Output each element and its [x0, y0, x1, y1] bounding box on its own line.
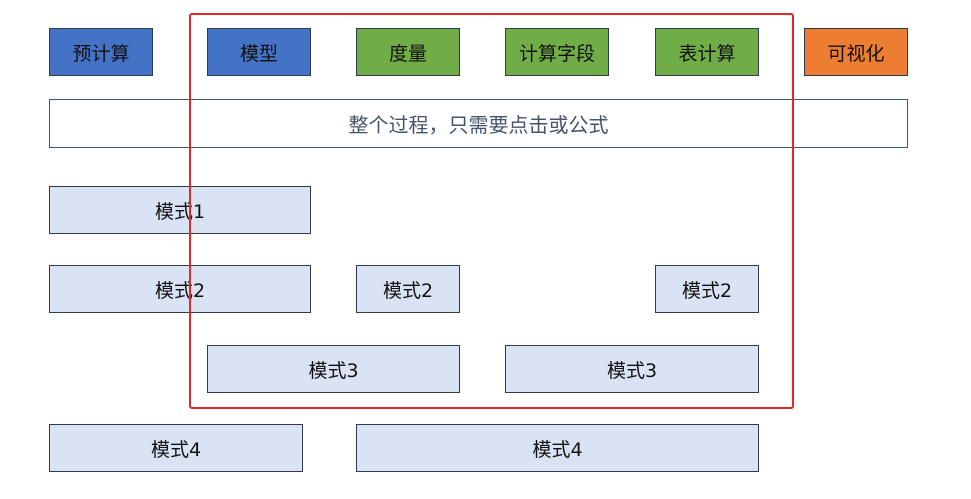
process-banner: 整个过程，只需要点击或公式 [49, 99, 908, 148]
mode3-bar-right: 模式3 [505, 345, 759, 393]
precompute-box: 预计算 [49, 28, 153, 76]
mode2-bar-measure: 模式2 [356, 265, 460, 313]
mode4-bar-left: 模式4 [49, 424, 303, 472]
model-box: 模型 [207, 28, 311, 76]
mode1-bar: 模式1 [49, 186, 311, 234]
mode3-bar-left: 模式3 [207, 345, 460, 393]
visualization-box: 可视化 [804, 28, 908, 76]
calc-field-box: 计算字段 [505, 28, 609, 76]
mode2-bar-table-calc: 模式2 [655, 265, 759, 313]
mode4-bar-right: 模式4 [356, 424, 759, 472]
mode2-bar-long: 模式2 [49, 265, 311, 313]
table-calc-box: 表计算 [655, 28, 759, 76]
measure-box: 度量 [356, 28, 460, 76]
